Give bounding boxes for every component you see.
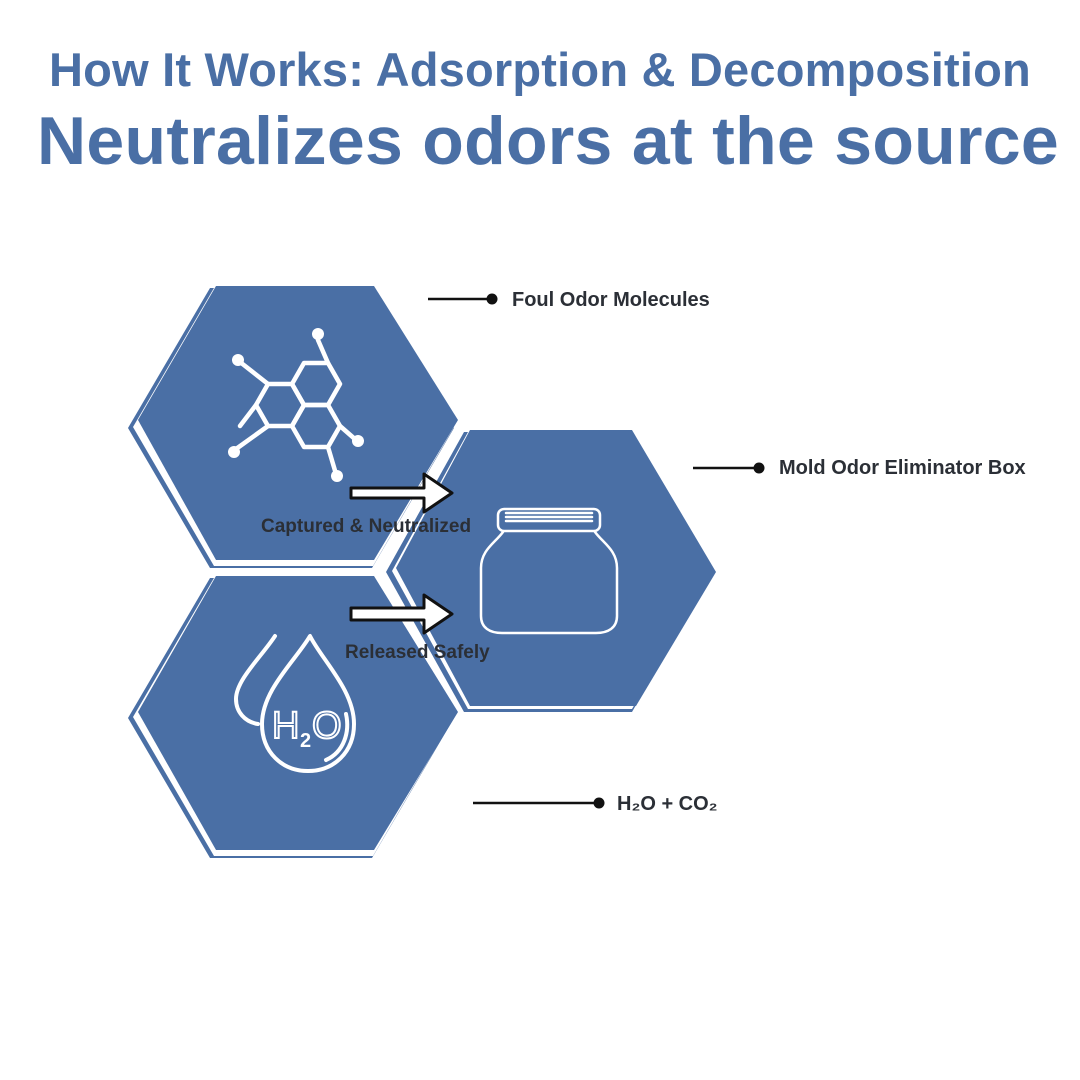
- molecule-atoms: [228, 328, 364, 482]
- subtitle: How It Works: Adsorption & Decomposition: [49, 43, 1031, 96]
- hexagon-box-face: [396, 430, 716, 706]
- hexagon-box: [386, 430, 716, 712]
- h2o-droplet-icon: [234, 634, 356, 773]
- callout-line-odor: [428, 293, 498, 305]
- hexagon-output: [128, 576, 458, 858]
- callout-label-box: Mold Odor Eliminator Box: [779, 457, 1026, 479]
- arrow-released: [349, 593, 454, 635]
- h2o-letter-2: 2: [300, 730, 311, 752]
- arrow-captured: [349, 472, 454, 514]
- flow-label-captured: Captured & Neutralized: [261, 516, 472, 537]
- flow-label-released: Released Safely: [345, 642, 490, 663]
- callout-label-odor: Foul Odor Molecules: [512, 289, 710, 311]
- callout-line-box: [693, 462, 765, 474]
- hexagon-output-face: [138, 576, 458, 850]
- callout-label-output: H₂O + CO₂: [617, 793, 718, 815]
- jar-icon: [479, 507, 619, 635]
- page-title: Neutralizes odors at the source: [36, 103, 1060, 179]
- callout-line-output: [473, 797, 605, 809]
- h2o-letters: H 2 O: [271, 704, 343, 752]
- h2o-letter-o: O: [312, 705, 342, 747]
- h2o-letter-h: H: [272, 705, 299, 747]
